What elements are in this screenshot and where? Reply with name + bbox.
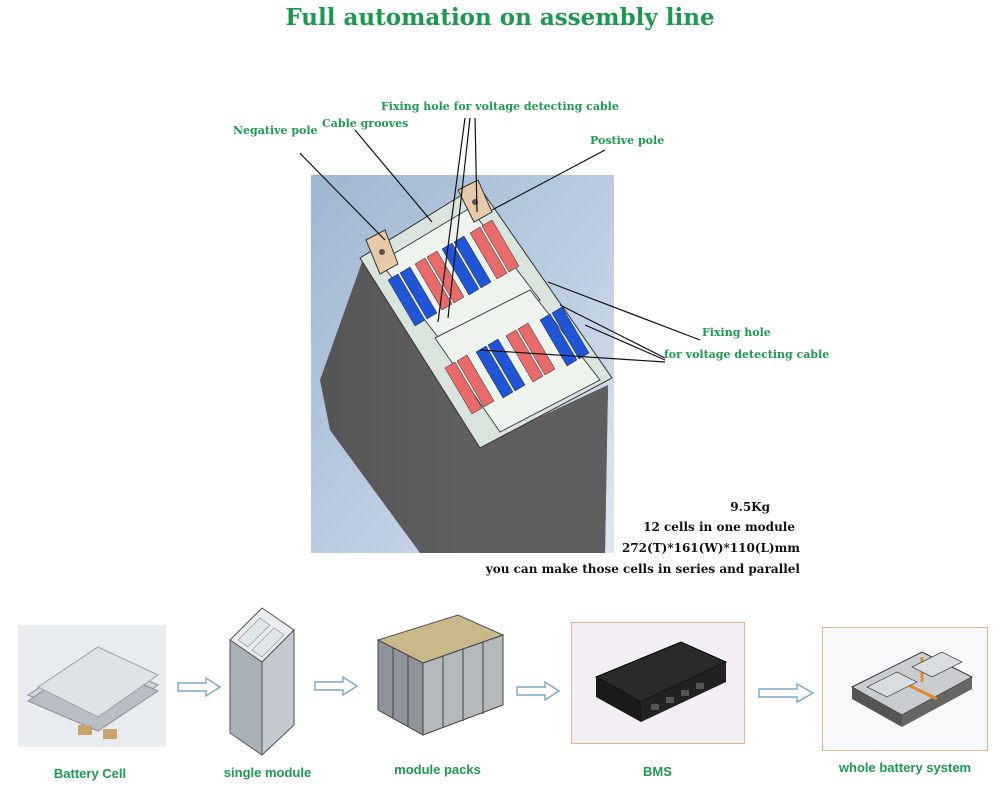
arrow-right-icon xyxy=(516,680,561,702)
module-pack-image xyxy=(376,614,505,736)
cell-strips-upper xyxy=(387,219,520,327)
spec-weight: 9.5Kg xyxy=(730,500,770,514)
battery-system-image xyxy=(822,627,988,751)
callout-fixing-hole-right-detail: for voltage detecting cable xyxy=(664,348,830,361)
callout-fixing-hole-right: Fixing hole xyxy=(702,326,771,339)
battery-cell-image xyxy=(18,625,166,747)
step-label-single-module: single module xyxy=(223,765,312,780)
arrow-right-icon xyxy=(314,675,359,697)
callout-positive-pole: Postive pole xyxy=(590,134,665,147)
spec-cells: 12 cells in one module xyxy=(643,520,795,534)
spec-dimensions: 272(T)*161(W)*110(L)mm xyxy=(621,541,800,555)
bms-image xyxy=(571,622,745,744)
callout-cable-grooves: Cable grooves xyxy=(322,117,409,130)
arrow-right-icon xyxy=(177,676,222,698)
callout-negative-pole: Negative pole xyxy=(233,124,318,137)
arrow-right-icon xyxy=(758,682,815,704)
step-label-bms: BMS xyxy=(643,764,672,779)
single-module-image xyxy=(229,607,295,757)
module-diagram xyxy=(300,117,701,553)
callout-fixing-hole-top: Fixing hole for voltage detecting cable xyxy=(381,100,619,113)
step-label-battery-system: whole battery system xyxy=(838,760,972,775)
step-label-module-packs: module packs xyxy=(394,762,481,777)
cell-strips-lower xyxy=(444,306,590,415)
step-label-battery-cell: Battery Cell xyxy=(53,766,127,781)
page-title: Full automation on assembly line xyxy=(285,4,715,31)
spec-note: you can make those cells in series and p… xyxy=(485,562,800,576)
